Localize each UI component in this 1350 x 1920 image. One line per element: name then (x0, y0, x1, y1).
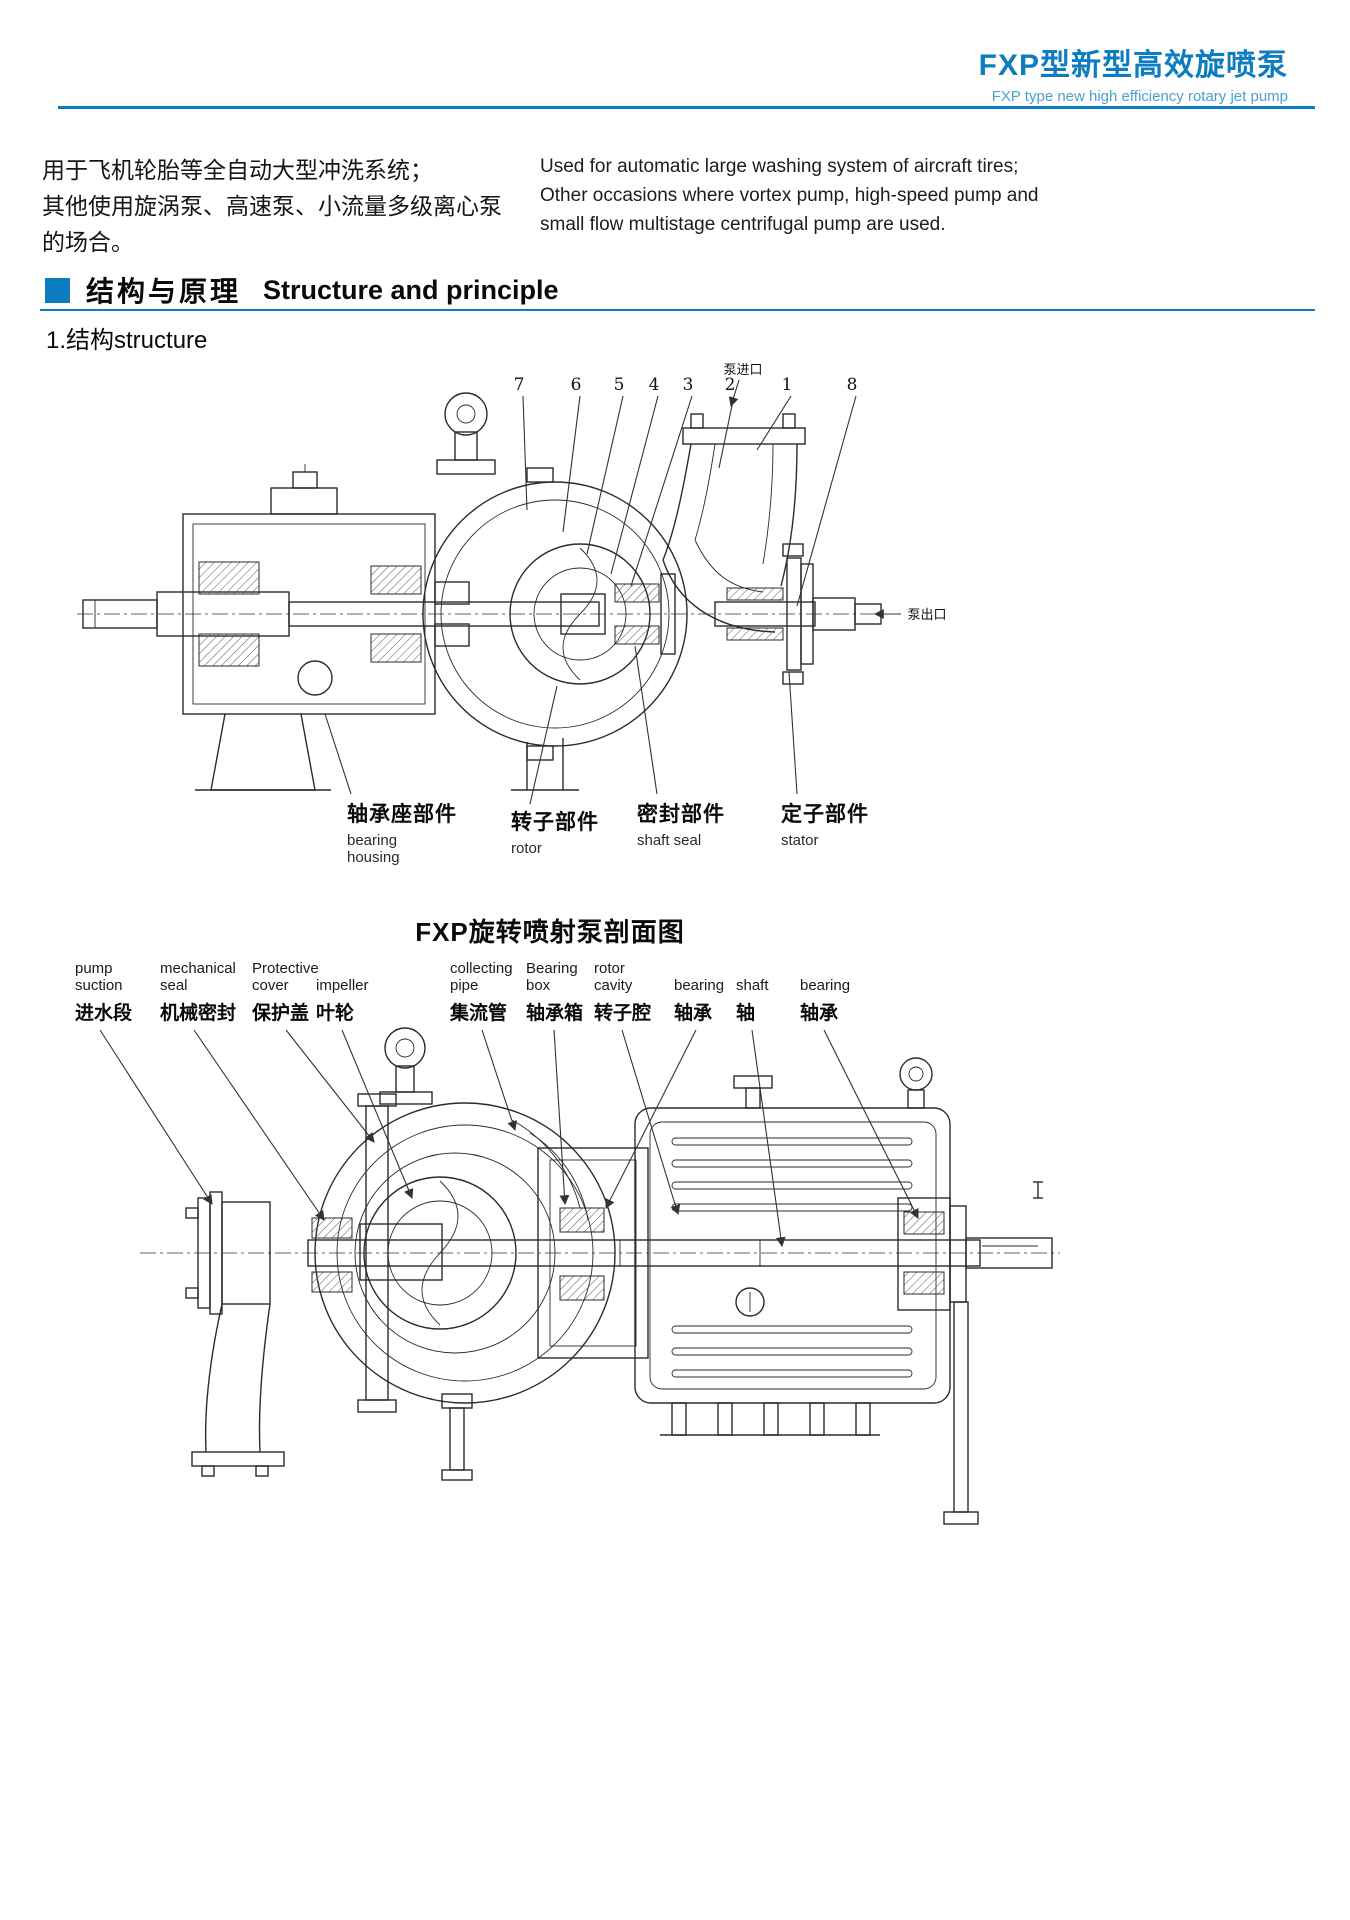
label-mechanical-seal-en: mechanical seal (160, 960, 236, 994)
label-bearing-housing-zh: 轴承座部件 (347, 803, 457, 826)
part-number-7: 7 (514, 375, 525, 395)
label-shaft: shaft 轴 (736, 960, 786, 1025)
label-mechanical-seal-zh: 机械密封 (160, 1003, 237, 1024)
label-bearing-housing: 轴承座部件 bearing housing (347, 798, 457, 866)
label-pump-suction-en: pump suction (75, 960, 123, 994)
label-rotor-zh: 转子部件 (511, 811, 599, 834)
pump-cross-section-figure-1: 7 6 5 4 3 2 1 8 泵进口 泵出口 轴承座部件 bearing ho… (75, 362, 965, 882)
intro-paragraph-en: Used for automatic large washing system … (540, 152, 1039, 239)
label-shaft-zh: 轴 (736, 1003, 756, 1024)
pump-sectional-drawing-1: 7 6 5 4 3 2 1 8 泵进口 泵出口 (77, 362, 947, 805)
pump-sectional-drawing-2 (99, 1027, 1060, 1525)
label-protective-cover-en: Protective cover (252, 960, 319, 994)
label-impeller-en: impeller (316, 977, 369, 994)
part-number-3: 3 (683, 375, 694, 395)
label-bearing-box-en: Bearing box (526, 960, 578, 994)
label-stator-zh: 定子部件 (781, 803, 869, 826)
label-pump-suction-zh: 进水段 (75, 1003, 133, 1024)
label-collecting-pipe: collecting pipe 集流管 (450, 960, 522, 1025)
label-shaft-seal-en: shaft seal (637, 832, 702, 849)
label-bearing-box-zh: 轴承箱 (526, 1003, 584, 1024)
part-number-1: 1 (782, 375, 793, 395)
figure-caption: FXP旋转喷射泵剖面图 (415, 917, 685, 947)
label-collecting-pipe-zh: 集流管 (450, 1003, 508, 1024)
intro-zh-line3: 的场合。 (42, 229, 134, 255)
intro-en-line3: small flow multistage centrifugal pump a… (540, 214, 946, 235)
pump-cross-section-figure-2: pump suction 进水段 mechanical seal 机械密封 Pr… (60, 958, 1090, 1558)
section-title-en: Structure and principle (263, 274, 559, 305)
section-title-zh: 结构与原理 (86, 276, 242, 307)
label-rotor-cavity-en: rotor cavity (594, 960, 633, 994)
section-bullet-icon (45, 277, 70, 303)
label-rotor: 转子部件 rotor (511, 806, 599, 857)
label-shaft-seal: 密封部件 shaft seal (637, 798, 725, 849)
label-bearing-right-en: bearing (800, 977, 851, 994)
label-shaft-seal-zh: 密封部件 (637, 803, 725, 826)
label-mechanical-seal: mechanical seal 机械密封 (160, 960, 242, 1025)
label-bearing-housing-en: bearing housing (347, 832, 400, 866)
page-title-en: FXP type new high efficiency rotary jet … (991, 88, 1288, 105)
label-stator: 定子部件 stator (781, 798, 869, 849)
intro-zh-line1: 用于飞机轮胎等全自动大型冲洗系统； (42, 157, 433, 183)
label-protective-cover-zh: 保护盖 (252, 1003, 310, 1024)
label-bearing-right: bearing 轴承 (800, 960, 860, 1025)
label-impeller: impeller 叶轮 (316, 960, 386, 1025)
subsection-title: 1.结构structure (46, 327, 208, 354)
intro-en-line1: Used for automatic large washing system … (540, 156, 1019, 177)
label-stator-en: stator (781, 832, 819, 849)
label-rotor-cavity: rotor cavity 转子腔 (594, 960, 651, 1025)
header-rule (58, 106, 1315, 109)
pump-outlet-label: 泵出口 (907, 607, 946, 622)
label-protective-cover: Protective cover 保护盖 (252, 960, 330, 1025)
label-bearing-left-en: bearing (674, 977, 725, 994)
label-impeller-zh: 叶轮 (316, 1003, 355, 1024)
part-number-8: 8 (847, 375, 858, 395)
intro-paragraph-zh: 用于飞机轮胎等全自动大型冲洗系统； 其他使用旋涡泵、高速泵、小流量多级离心泵 的… (42, 152, 502, 260)
label-bearing-box: Bearing box 轴承箱 (526, 960, 584, 1025)
label-pump-suction: pump suction 进水段 (75, 960, 137, 1025)
intro-en-line2: Other occasions where vortex pump, high-… (540, 185, 1039, 206)
label-rotor-cavity-zh: 转子腔 (594, 1003, 652, 1024)
section-rule (40, 309, 1315, 311)
part-number-4: 4 (649, 375, 660, 395)
label-shaft-en: shaft (736, 977, 769, 994)
section-header: 结构与原理 Structure and principle (45, 270, 559, 310)
label-bearing-right-zh: 轴承 (800, 1003, 839, 1024)
label-rotor-en: rotor (511, 840, 542, 857)
page-header: FXP型新型高效旋喷泵 FXP type new high efficiency… (979, 40, 1288, 105)
pump-inlet-label: 泵进口 (723, 362, 762, 377)
part-number-2: 2 (725, 375, 736, 395)
part-number-6: 6 (571, 375, 582, 395)
label-bearing-left-zh: 轴承 (674, 1003, 713, 1024)
intro-zh-line2: 其他使用旋涡泵、高速泵、小流量多级离心泵 (42, 193, 502, 219)
label-bearing-left: bearing 轴承 (674, 960, 734, 1025)
label-collecting-pipe-en: collecting pipe (450, 960, 513, 994)
page-title-zh: FXP型新型高效旋喷泵 (978, 49, 1288, 82)
part-number-5: 5 (614, 375, 625, 395)
